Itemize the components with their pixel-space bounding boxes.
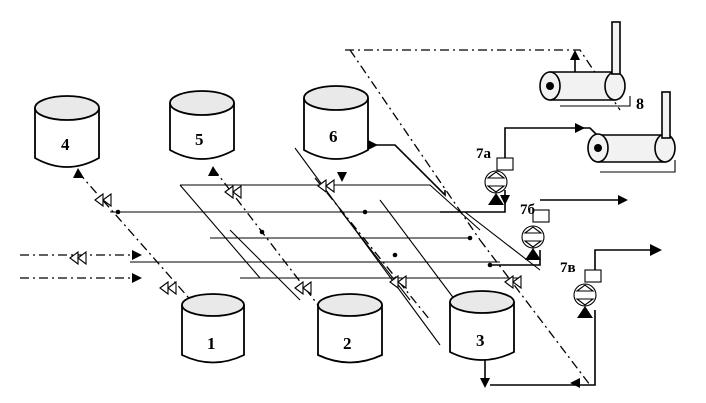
cross-2 [229, 229, 301, 301]
flow-arrow [500, 195, 510, 205]
diag-return-1 [349, 49, 481, 241]
check-valve [294, 280, 312, 296]
cross-1 [179, 184, 261, 279]
junction [487, 262, 493, 268]
flow-arrow [368, 140, 378, 150]
line-tank4-tank1 [77, 171, 196, 306]
flow-arrow [132, 250, 142, 260]
pump-label: 7а [476, 146, 492, 162]
junction [362, 209, 368, 215]
flow-arrow [618, 195, 628, 205]
flow-arrow [570, 378, 580, 388]
tank-label: 3 [476, 331, 485, 350]
cross-5 [379, 199, 456, 301]
pump7b-suction [490, 250, 541, 266]
tank-label: 5 [195, 130, 204, 149]
check-valve [159, 280, 177, 296]
check-valve [317, 178, 335, 194]
tank6-loop [370, 144, 446, 197]
check-valve [94, 192, 112, 208]
tank-2: 2 [317, 293, 383, 364]
flow-arrow [132, 273, 142, 283]
tank-3: 3 [449, 290, 515, 361]
tank-label: 1 [207, 334, 216, 353]
check-valve [69, 250, 87, 266]
pump7v-discharge [594, 249, 655, 275]
pump7v-suction [490, 310, 596, 386]
pipe-junctions [115, 209, 493, 268]
pump-label: 7б [520, 202, 535, 218]
cross-4 [339, 209, 411, 301]
check-valve [224, 184, 242, 200]
top-return-line [345, 49, 621, 111]
pump-7v: 7в [560, 260, 602, 318]
check-valve [389, 274, 407, 290]
line-valves [69, 178, 522, 296]
cross-3 [294, 147, 441, 346]
flow-arrow [337, 172, 347, 182]
tank-label: 4 [61, 135, 70, 154]
tank-label: 2 [343, 334, 352, 353]
tank-4: 4 [34, 95, 100, 168]
pump7a-discharge [504, 127, 575, 165]
flow-arrows [73, 50, 662, 388]
header-1 [110, 211, 541, 271]
check-valve [504, 274, 522, 290]
pump-7a: 7а [476, 146, 514, 205]
pump-7b: 7б [520, 202, 550, 260]
line-tank6-tank3 [314, 177, 431, 321]
flow-arrow [575, 123, 585, 133]
tank-6: 6 [303, 85, 369, 160]
junction [259, 229, 265, 235]
unit-8: 8 [539, 21, 676, 173]
flow-arrow [73, 168, 84, 178]
flow-arrow [570, 50, 580, 60]
tank-5: 5 [169, 90, 235, 160]
outlet-arrow [650, 244, 662, 256]
tank-label: 6 [329, 127, 338, 146]
header-2 [180, 184, 481, 231]
flow-arrow [208, 166, 219, 176]
junction [115, 209, 121, 215]
junction [467, 235, 473, 241]
pump-label: 7в [560, 260, 576, 276]
flow-arrow [480, 378, 490, 388]
unit-label: 8 [636, 96, 644, 113]
junction [392, 252, 398, 258]
tank-1: 1 [181, 293, 245, 364]
